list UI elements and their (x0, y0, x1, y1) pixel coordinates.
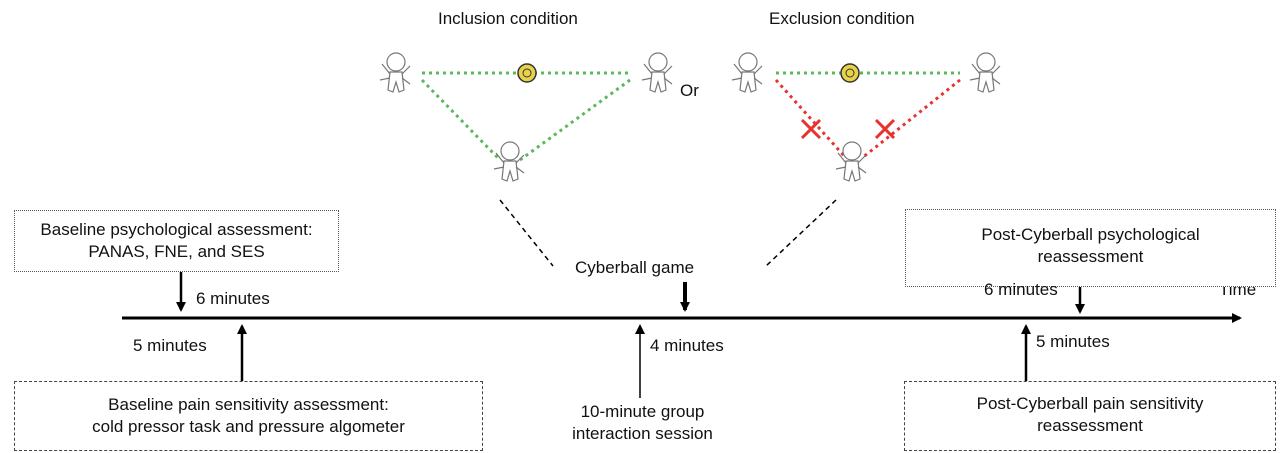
player-right-icon (969, 52, 1001, 93)
or-label: Or (680, 81, 699, 100)
baseline-pain-box: Baseline pain sensitivity assessment: co… (14, 381, 483, 451)
participant-icon (493, 141, 525, 182)
baseline-psych-box: Baseline psychological assessment: PANAS… (14, 210, 339, 272)
connector-exclusion (765, 199, 837, 267)
player-left-icon (379, 52, 411, 93)
post-psych-box: Post-Cyberball psychological reassessmen… (905, 209, 1276, 287)
post-pain-box: Post-Cyberball pain sensitivity reassess… (904, 381, 1276, 451)
group-session-label: 10-minute group interaction session (565, 401, 720, 445)
group-session-line1: 10-minute group (580, 402, 705, 421)
baseline-pain-line1: Baseline pain sensitivity assessment: (108, 395, 389, 414)
exclusion-condition-label: Exclusion condition (769, 9, 915, 28)
post-pain-line2: reassessment (1037, 416, 1143, 435)
group-session-line2: interaction session (572, 424, 713, 443)
inclusion-condition-label: Inclusion condition (438, 9, 578, 28)
cyberball-label: Cyberball game (575, 258, 695, 277)
duration-label: 6 minutes (984, 280, 1058, 299)
inclusion-illustration (379, 52, 673, 182)
exclusion-illustration (731, 52, 1001, 182)
player-left-icon (731, 52, 763, 93)
duration-label: 5 minutes (1036, 332, 1110, 351)
duration-label: 5 minutes (133, 336, 207, 355)
connector-inclusion (499, 199, 554, 267)
player-right-icon (641, 52, 673, 93)
baseline-psych-line2: PANAS, FNE, and SES (88, 242, 265, 261)
post-psych-line2: reassessment (1037, 247, 1144, 266)
post-pain-line1: Post-Cyberball pain sensitivity (976, 394, 1204, 413)
duration-label: 6 minutes (196, 289, 270, 308)
cross-icon (800, 118, 896, 140)
participant-icon (835, 141, 867, 182)
ball-icon (517, 63, 537, 83)
post-psych-line1: Post-Cyberball psychological (981, 225, 1200, 244)
duration-label: 4 minutes (650, 336, 724, 355)
baseline-psych-line1: Baseline psychological assessment: (40, 220, 313, 239)
ball-icon (840, 63, 860, 83)
baseline-pain-line2: cold pressor task and pressure algometer (92, 417, 405, 436)
